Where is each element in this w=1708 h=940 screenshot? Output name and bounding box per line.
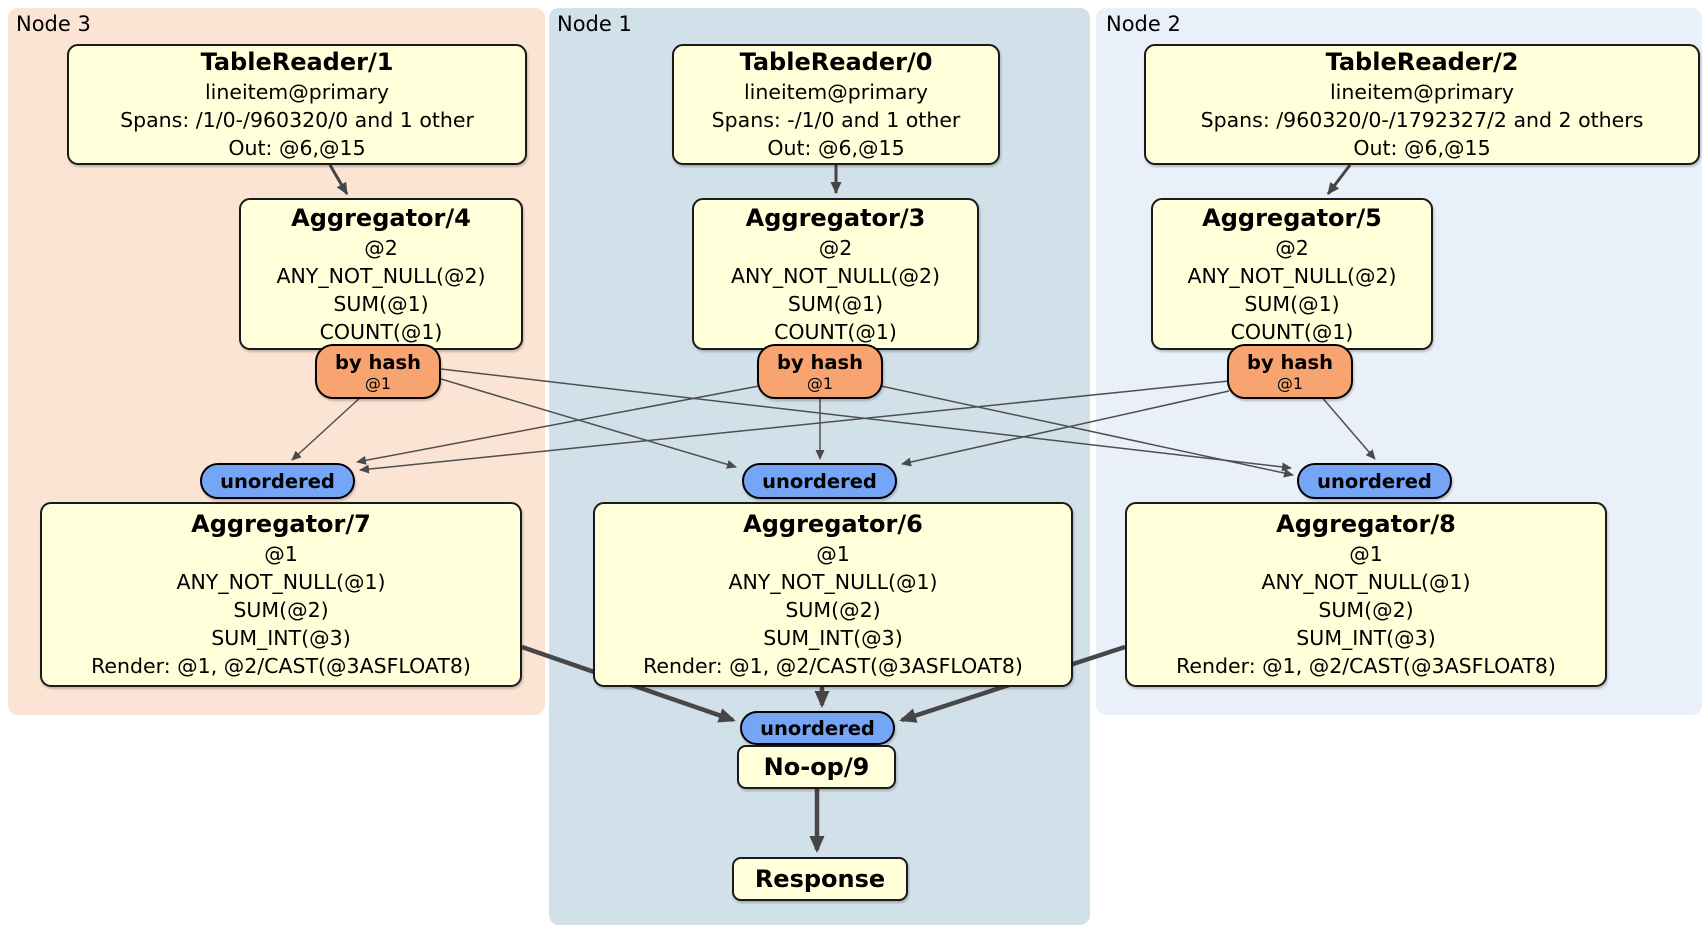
hash-router-node2: by hash @1 — [1227, 344, 1353, 399]
hash-router-node3-label: by hash — [335, 350, 421, 374]
aggregator-6-group: @1 — [816, 542, 850, 566]
tablereader-1-index: lineitem@primary — [204, 80, 390, 104]
region-label-node2: Node 2 — [1106, 12, 1181, 36]
hash-router-node2-label: by hash — [1247, 350, 1333, 374]
aggregator-6-box: Aggregator/6 @1 ANY_NOT_NULL(@1) SUM(@2)… — [593, 502, 1073, 687]
hash-router-node1: by hash @1 — [757, 344, 883, 399]
aggregator-4-fn-1: ANY_NOT_NULL(@2) — [276, 263, 486, 288]
unordered-stream-node1: unordered — [742, 463, 897, 499]
hash-router-node3-detail: @1 — [364, 373, 392, 393]
aggregator-5-fn-1: ANY_NOT_NULL(@2) — [1187, 263, 1397, 288]
tablereader-2-spans: Spans: /960320/0-/1792327/2 and 2 others — [1200, 108, 1644, 132]
unordered-stream-node3: unordered — [200, 463, 355, 499]
aggregator-8-group: @1 — [1349, 542, 1383, 566]
aggregator-6-fn-3: SUM_INT(@3) — [763, 626, 903, 650]
tablereader-0-spans: Spans: -/1/0 and 1 other — [711, 108, 961, 132]
aggregator-8-fn-3: SUM_INT(@3) — [1296, 626, 1436, 650]
aggregator-4-box: Aggregator/4 @2 ANY_NOT_NULL(@2) SUM(@1)… — [239, 198, 523, 350]
unordered-stream-node1-label: unordered — [762, 469, 877, 493]
noop-title: No-op/9 — [763, 753, 870, 781]
aggregator-8-box: Aggregator/8 @1 ANY_NOT_NULL(@1) SUM(@2)… — [1125, 502, 1607, 687]
region-label-node3: Node 3 — [16, 12, 91, 36]
noop-box: No-op/9 — [737, 745, 896, 789]
aggregator-4-fn-3: COUNT(@1) — [319, 319, 443, 344]
aggregator-7-render: Render: @1, @2/CAST(@3ASFLOAT8) — [91, 654, 471, 678]
aggregator-5-box: Aggregator/5 @2 ANY_NOT_NULL(@2) SUM(@1)… — [1151, 198, 1433, 350]
aggregator-5-title: Aggregator/5 — [1202, 203, 1382, 232]
unordered-stream-final-label: unordered — [760, 716, 875, 740]
tablereader-0-out: Out: @6,@15 — [767, 136, 905, 160]
response-box: Response — [732, 857, 908, 901]
aggregator-5-fn-2: SUM(@1) — [1244, 291, 1340, 316]
tablereader-2-out: Out: @6,@15 — [1353, 136, 1491, 160]
aggregator-3-group: @2 — [818, 235, 853, 260]
unordered-stream-node3-label: unordered — [220, 469, 335, 493]
aggregator-4-title: Aggregator/4 — [291, 203, 471, 232]
aggregator-6-fn-1: ANY_NOT_NULL(@1) — [728, 570, 938, 594]
aggregator-3-fn-1: ANY_NOT_NULL(@2) — [730, 263, 941, 288]
tablereader-2-title: TableReader/2 — [1325, 48, 1519, 76]
hash-router-node2-detail: @1 — [1276, 373, 1304, 393]
tablereader-1-spans: Spans: /1/0-/960320/0 and 1 other — [120, 108, 474, 132]
hash-router-node1-detail: @1 — [806, 373, 834, 393]
aggregator-7-group: @1 — [264, 542, 298, 566]
tablereader-2-index: lineitem@primary — [1329, 80, 1515, 104]
response-title: Response — [754, 865, 886, 893]
aggregator-7-title: Aggregator/7 — [191, 510, 371, 538]
aggregator-7-fn-3: SUM_INT(@3) — [211, 626, 351, 650]
hash-router-node3: by hash @1 — [315, 344, 441, 399]
aggregator-3-title: Aggregator/3 — [745, 203, 926, 232]
unordered-stream-node2-label: unordered — [1317, 469, 1432, 493]
aggregator-3-fn-3: COUNT(@1) — [774, 319, 897, 344]
tablereader-1-box: TableReader/1 lineitem@primary Spans: /1… — [67, 44, 527, 165]
aggregator-4-fn-2: SUM(@1) — [333, 291, 429, 316]
region-label-node1: Node 1 — [557, 12, 632, 36]
aggregator-8-fn-1: ANY_NOT_NULL(@1) — [1261, 570, 1471, 594]
aggregator-8-render: Render: @1, @2/CAST(@3ASFLOAT8) — [1176, 654, 1556, 678]
aggregator-7-fn-1: ANY_NOT_NULL(@1) — [176, 570, 386, 594]
unordered-stream-final: unordered — [740, 711, 895, 745]
unordered-stream-node2: unordered — [1297, 463, 1452, 499]
aggregator-8-fn-2: SUM(@2) — [1318, 598, 1414, 622]
aggregator-6-title: Aggregator/6 — [743, 510, 923, 538]
tablereader-0-title: TableReader/0 — [739, 48, 933, 76]
aggregator-6-render: Render: @1, @2/CAST(@3ASFLOAT8) — [643, 654, 1023, 678]
aggregator-7-fn-2: SUM(@2) — [233, 598, 329, 622]
tablereader-1-title: TableReader/1 — [200, 48, 394, 76]
aggregator-3-box: Aggregator/3 @2 ANY_NOT_NULL(@2) SUM(@1)… — [692, 198, 979, 350]
tablereader-2-box: TableReader/2 lineitem@primary Spans: /9… — [1144, 44, 1700, 165]
tablereader-0-index: lineitem@primary — [743, 80, 929, 104]
aggregator-4-group: @2 — [364, 235, 398, 260]
aggregator-7-box: Aggregator/7 @1 ANY_NOT_NULL(@1) SUM(@2)… — [40, 502, 522, 687]
aggregator-6-fn-2: SUM(@2) — [785, 598, 881, 622]
aggregator-3-fn-2: SUM(@1) — [787, 291, 884, 316]
aggregator-8-title: Aggregator/8 — [1276, 510, 1456, 538]
tablereader-1-out: Out: @6,@15 — [228, 136, 366, 160]
aggregator-5-group: @2 — [1275, 235, 1309, 260]
tablereader-0-box: TableReader/0 lineitem@primary Spans: -/… — [672, 44, 1000, 165]
hash-router-node1-label: by hash — [777, 350, 863, 374]
aggregator-5-fn-3: COUNT(@1) — [1230, 319, 1354, 344]
